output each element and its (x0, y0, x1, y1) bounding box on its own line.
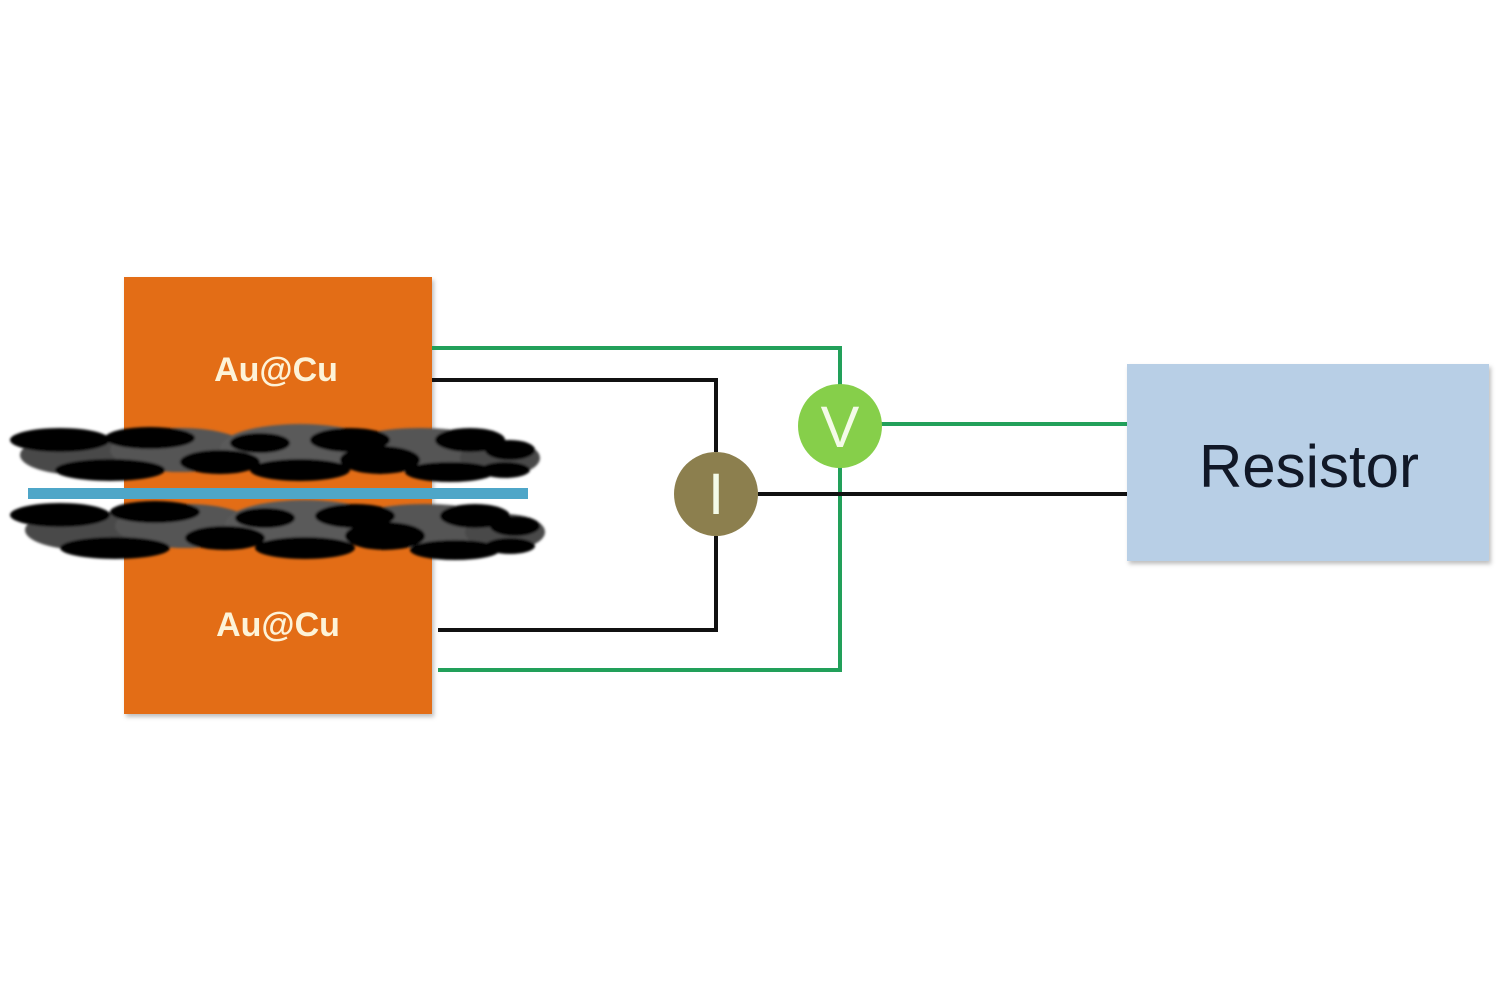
top-electrode-label: Au@Cu (214, 351, 338, 389)
wire-voltage-top (432, 346, 842, 392)
resistor-label: Resistor (1199, 433, 1419, 500)
current-wires (432, 378, 1128, 632)
ammeter: I (674, 452, 758, 536)
wire-voltage-bottom (438, 462, 842, 672)
resistor-box (1127, 364, 1489, 561)
separator-layer (28, 488, 528, 499)
ammeter-circle (674, 452, 758, 536)
wire-current-bottom (438, 536, 718, 632)
voltage-wires (432, 346, 1128, 672)
ammeter-label: I (708, 462, 724, 527)
bottom-electrode-label: Au@Cu (216, 606, 340, 644)
wire-current-top (432, 378, 718, 452)
voltmeter-label: V (821, 395, 860, 460)
voltmeter-circle (798, 384, 882, 468)
film-layer (10, 424, 545, 560)
resistor: Resistor (1127, 364, 1489, 561)
voltmeter: V (798, 384, 882, 468)
